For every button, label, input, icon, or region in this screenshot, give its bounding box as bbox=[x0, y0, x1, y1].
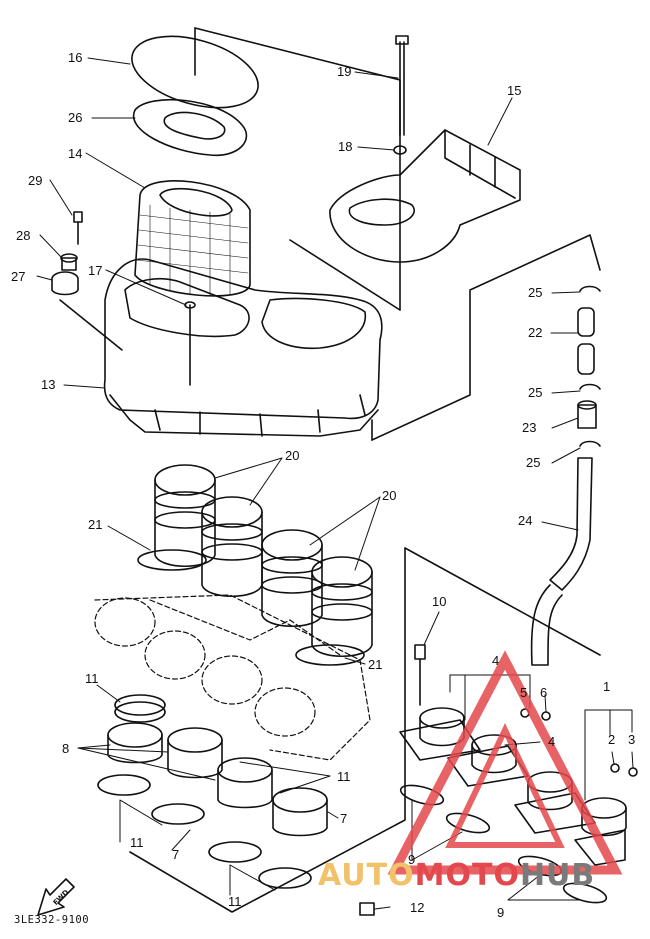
callout-4-top: 4 bbox=[492, 653, 500, 668]
callout-7-right: 7 bbox=[340, 811, 348, 826]
part-25-clip bbox=[579, 440, 601, 447]
part-8-joint bbox=[217, 757, 273, 809]
forward-arrow-icon: FWD bbox=[36, 877, 76, 921]
part-11-clamp bbox=[151, 803, 205, 825]
callout-5: 5 bbox=[520, 685, 528, 700]
part-21-clamp bbox=[137, 549, 207, 571]
callout-22: 22 bbox=[528, 325, 543, 340]
callout-25-mid: 25 bbox=[528, 385, 543, 400]
part-10-bolt bbox=[414, 644, 426, 660]
part-9-o-ring bbox=[399, 784, 445, 806]
callout-20-right: 20 bbox=[382, 488, 397, 503]
part-11-clamp bbox=[97, 774, 151, 796]
callout-26: 26 bbox=[68, 110, 83, 125]
part-22-tube bbox=[577, 307, 595, 337]
part-20-joint bbox=[261, 529, 323, 628]
callout-20-left: 20 bbox=[285, 448, 300, 463]
callout-25-bottom: 25 bbox=[526, 455, 541, 470]
part-15-intake-duct bbox=[329, 129, 521, 263]
callout-28: 28 bbox=[16, 228, 31, 243]
part-21-clamp bbox=[295, 644, 365, 666]
leader-lines bbox=[36, 57, 634, 910]
carburetor-assembly-ghost bbox=[94, 594, 371, 761]
part-25-clip bbox=[579, 285, 601, 292]
callout-3: 3 bbox=[628, 732, 636, 747]
part-20-joint bbox=[201, 496, 263, 598]
part-28-collar bbox=[60, 253, 78, 263]
part-9-o-ring bbox=[562, 882, 608, 904]
boundary-line bbox=[194, 27, 401, 311]
part-27-grommet bbox=[51, 271, 79, 296]
callout-11-left: 11 bbox=[130, 835, 144, 850]
boundary-line bbox=[129, 547, 406, 913]
part-16-seal bbox=[131, 35, 259, 109]
callout-10: 10 bbox=[432, 594, 447, 609]
part-23-plug bbox=[577, 404, 597, 429]
watermark-part-hub: HUB bbox=[519, 858, 596, 893]
watermark-logo-triangle bbox=[387, 650, 623, 875]
part-7-joint bbox=[272, 787, 328, 837]
part-25-clip bbox=[579, 383, 601, 390]
callout-21-left: 21 bbox=[88, 517, 103, 532]
watermark-text: AUTOMOTOHUB bbox=[318, 858, 595, 893]
callout-14: 14 bbox=[68, 146, 83, 161]
part-14-filter-element bbox=[134, 180, 251, 297]
callout-11-top: 11 bbox=[85, 671, 99, 686]
callout-15: 15 bbox=[507, 83, 522, 98]
callout-29: 29 bbox=[28, 173, 43, 188]
part-9-o-ring bbox=[445, 812, 491, 834]
boundary-line bbox=[289, 239, 401, 311]
part-8-joint bbox=[167, 727, 223, 779]
part-24-drain-hose bbox=[549, 457, 593, 591]
part-29-bolt bbox=[73, 211, 83, 223]
callout-13: 13 bbox=[41, 377, 56, 392]
part-20-joint bbox=[311, 556, 373, 658]
callout-16: 16 bbox=[68, 50, 83, 65]
callout-17: 17 bbox=[88, 263, 103, 278]
part-12-cap bbox=[359, 902, 375, 916]
part-20-joint bbox=[154, 464, 216, 568]
part-11-clamp bbox=[208, 841, 262, 863]
callout-4-mid: 4 bbox=[548, 734, 556, 749]
callout-12: 12 bbox=[410, 900, 425, 915]
callout-19: 19 bbox=[337, 64, 352, 79]
callout-1: 1 bbox=[603, 679, 611, 694]
callout-21-right: 21 bbox=[368, 657, 383, 672]
callout-6: 6 bbox=[540, 685, 548, 700]
part-13-air-cleaner-case bbox=[103, 258, 383, 420]
callout-23: 23 bbox=[522, 420, 537, 435]
boundary-line bbox=[371, 234, 601, 441]
part-11-clamp bbox=[114, 694, 166, 723]
callout-2: 2 bbox=[608, 732, 616, 747]
callout-24: 24 bbox=[518, 513, 533, 528]
callout-25-top: 25 bbox=[528, 285, 543, 300]
boundary-line bbox=[404, 547, 601, 656]
callout-11-right: 11 bbox=[337, 769, 351, 784]
callout-9-upper: 9 bbox=[408, 852, 416, 867]
part-3-screw bbox=[628, 767, 638, 777]
callout-18: 18 bbox=[338, 139, 353, 154]
callout-8: 8 bbox=[62, 741, 70, 756]
callout-11-bottom: 11 bbox=[228, 894, 242, 909]
callout-27: 27 bbox=[11, 269, 26, 284]
part-2-washer bbox=[610, 763, 620, 773]
part-4-manifold bbox=[399, 707, 481, 761]
callout-7-left: 7 bbox=[172, 847, 180, 862]
callout-9-lower: 9 bbox=[497, 905, 505, 920]
part-11-clamp bbox=[258, 867, 312, 889]
watermark-part-auto: AUTO bbox=[318, 858, 415, 893]
part-6-screw bbox=[541, 711, 551, 721]
drawing-code: 3LE332-9100 bbox=[14, 914, 90, 926]
watermark-part-moto: MOTO bbox=[414, 858, 520, 893]
part-26-seat bbox=[132, 98, 248, 157]
